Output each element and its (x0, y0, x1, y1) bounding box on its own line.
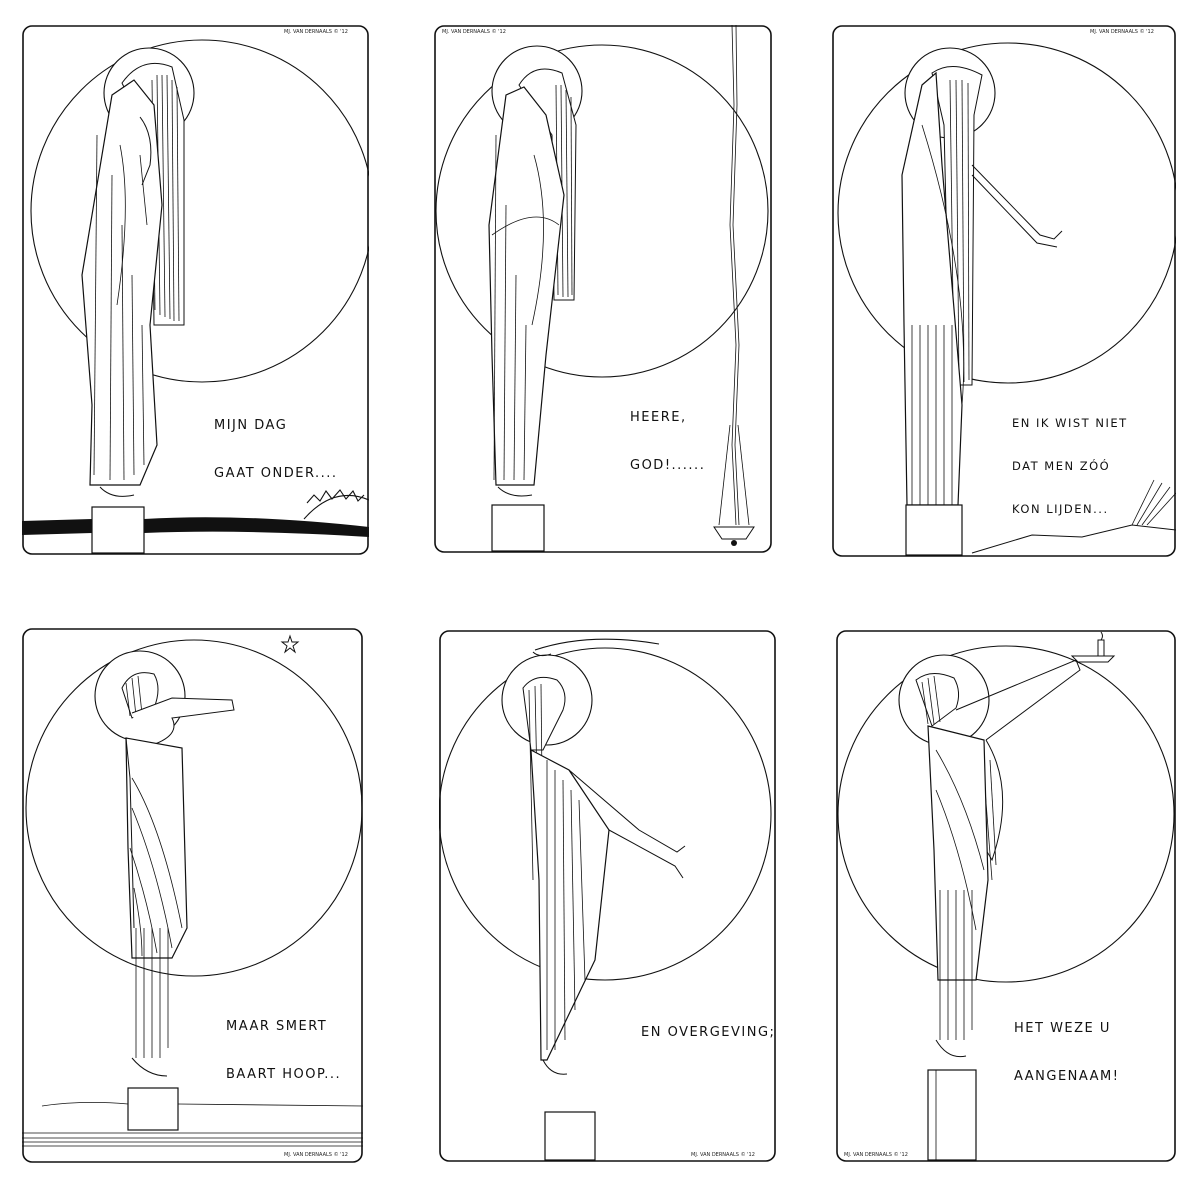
panel-2-caption-line-2: GOD!...... (630, 458, 706, 474)
panel-4-drawing (22, 628, 363, 1163)
panel-4: MAAR SMERT BAART HOOP... MJ. VAN DERNAAL… (22, 628, 363, 1163)
sun-circle (435, 44, 769, 378)
panel-5-drawing (439, 630, 776, 1162)
panel-1: MIJN DAG GAAT ONDER.... MJ. VAN DERNAALS… (22, 25, 369, 555)
panel-3-caption: EN IK WIST NIET DAT MEN ZÓÓ KON LIJDEN..… (1012, 387, 1128, 545)
sun-circle (25, 639, 363, 977)
panel-4-caption-line-2: BAART HOOP... (226, 1067, 342, 1083)
panel-3: EN IK WIST NIET DAT MEN ZÓÓ KON LIJDEN..… (832, 25, 1176, 557)
panel-3-drawing (832, 25, 1176, 557)
panel-5-caption: EN OVERGEVING; (641, 992, 775, 1073)
panel-6: HET WEZE U AANGENAAM! MJ. VAN DERNAALS ©… (836, 630, 1176, 1162)
panel-2-caption: HEERE, GOD!...... (630, 377, 705, 507)
panel-4-caption-line-1: MAAR SMERT (226, 1018, 328, 1034)
sun-circle (837, 645, 1175, 983)
panel-2-caption-line-1: HEERE, (630, 409, 687, 425)
panel-6-caption-line-2: AANGENAAM! (1014, 1069, 1120, 1085)
panel-5-caption-line-1: EN OVERGEVING; (641, 1024, 776, 1040)
panel-1-drawing (22, 25, 369, 555)
panel-3-caption-line-3: KON LIJDEN... (1012, 502, 1109, 516)
panel-2-signature: MJ. VAN DERNAALS © '12 (442, 29, 506, 35)
panel-1-caption-line-2: GAAT ONDER.... (214, 466, 338, 482)
panel-6-caption-line-1: HET WEZE U (1014, 1020, 1111, 1036)
panel-1-signature: MJ. VAN DERNAALS © '12 (284, 29, 348, 35)
panel-1-caption-line-1: MIJN DAG (214, 417, 288, 433)
sun-circle (439, 647, 772, 981)
sun-circle (30, 39, 369, 383)
panel-4-signature: MJ. VAN DERNAALS © '12 (284, 1152, 348, 1158)
panel-2: HEERE, GOD!...... MJ. VAN DERNAALS © '12 (434, 25, 772, 553)
panel-3-signature: MJ. VAN DERNAALS © '12 (1090, 29, 1154, 35)
panel-5-signature: MJ. VAN DERNAALS © '12 (691, 1152, 755, 1158)
panel-3-caption-line-1: EN IK WIST NIET (1012, 415, 1128, 430)
sun-circle (837, 42, 1176, 384)
panel-5: EN OVERGEVING; MJ. VAN DERNAALS © '12 (439, 630, 776, 1162)
panel-1-caption: MIJN DAG GAAT ONDER.... (214, 385, 338, 515)
panel-6-signature: MJ. VAN DERNAALS © '12 (844, 1152, 908, 1158)
panel-6-caption: HET WEZE U AANGENAAM! (1014, 988, 1119, 1118)
panel-3-caption-line-2: DAT MEN ZÓÓ (1012, 458, 1111, 473)
panel-2-drawing (434, 25, 772, 553)
panel-6-drawing (836, 630, 1176, 1162)
panel-4-caption: MAAR SMERT BAART HOOP... (226, 986, 341, 1116)
